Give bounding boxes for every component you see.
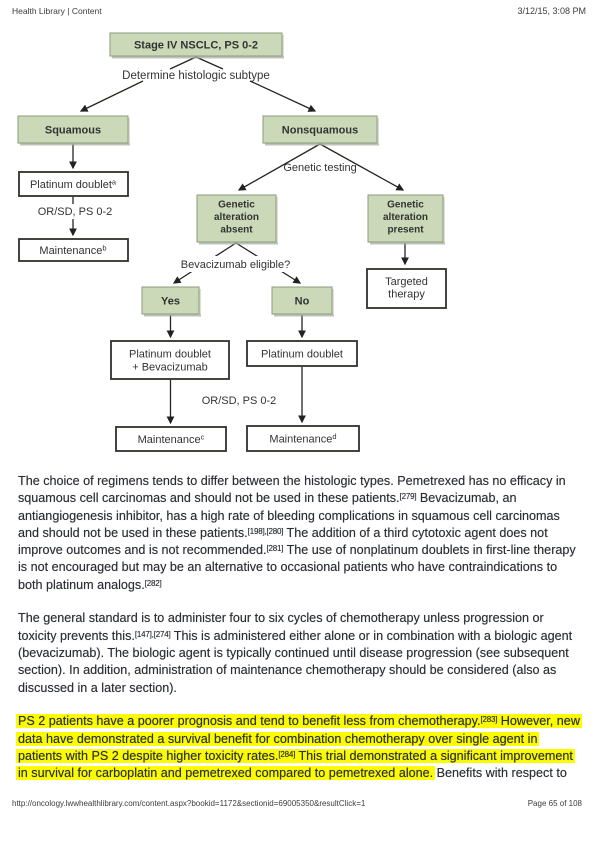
svg-text:Maintenanceb: Maintenanceb [39,244,106,258]
svg-text:Platinum doublet: Platinum doublet [129,349,211,361]
svg-text:Yes: Yes [161,296,180,308]
svg-text:Maintenancec: Maintenancec [138,433,205,447]
svg-text:absent: absent [220,225,253,236]
svg-text:Platinum doublet: Platinum doublet [261,349,343,361]
svg-text:present: present [387,225,424,236]
svg-text:Nonsquamous: Nonsquamous [282,125,358,137]
svg-text:OR/SD, PS 0-2: OR/SD, PS 0-2 [202,395,277,407]
svg-text:OR/SD, PS 0-2: OR/SD, PS 0-2 [38,206,113,218]
svg-text:alteration: alteration [214,212,259,223]
svg-text:Determine histologic subtype: Determine histologic subtype [122,70,270,82]
svg-text:therapy: therapy [388,289,425,301]
svg-text:Genetic testing: Genetic testing [283,162,356,174]
svg-text:alteration: alteration [383,212,428,223]
svg-text:Stage IV NSCLC, PS 0-2: Stage IV NSCLC, PS 0-2 [134,40,258,52]
svg-text:No: No [295,296,310,308]
svg-text:Targeted: Targeted [385,276,428,288]
svg-text:Platinum doubleta: Platinum doubleta [30,178,117,192]
svg-text:+ Bevacizumab: + Bevacizumab [132,362,208,374]
svg-text:Genetic: Genetic [218,200,255,211]
svg-text:Genetic: Genetic [387,200,424,211]
svg-text:Maintenanced: Maintenanced [269,432,336,446]
svg-text:Bevacizumab eligible?: Bevacizumab eligible? [181,259,290,271]
svg-text:Squamous: Squamous [45,125,101,137]
